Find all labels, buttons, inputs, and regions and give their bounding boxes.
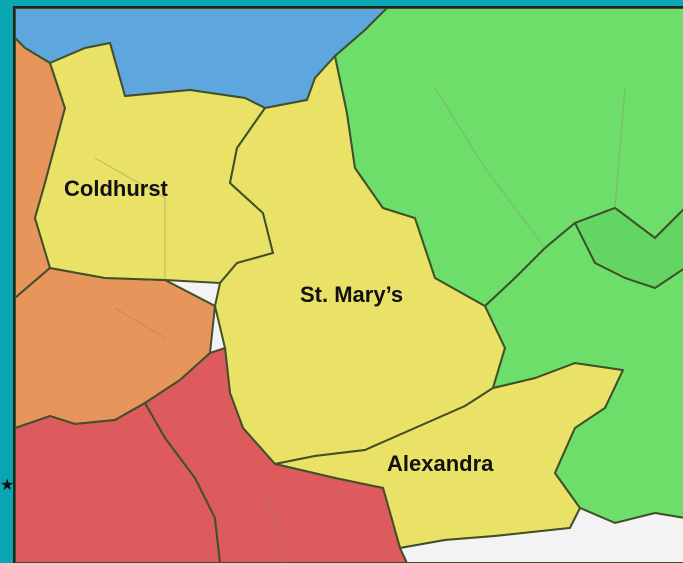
map-outside-area	[398, 506, 683, 563]
label-coldhurst: Coldhurst	[64, 176, 168, 201]
ward-sub-boundaries	[94, 87, 626, 563]
label-alexandra: Alexandra	[387, 451, 494, 476]
ward-red-south[interactable]	[143, 346, 409, 563]
corner-star-icon: ★	[0, 477, 15, 494]
ward-map: Coldhurst St. Mary’s Alexandra	[13, 6, 683, 563]
ward-green-inner-east[interactable]	[573, 206, 683, 290]
ward-map-svg	[15, 8, 683, 563]
label-st-marys: St. Mary’s	[300, 282, 404, 307]
